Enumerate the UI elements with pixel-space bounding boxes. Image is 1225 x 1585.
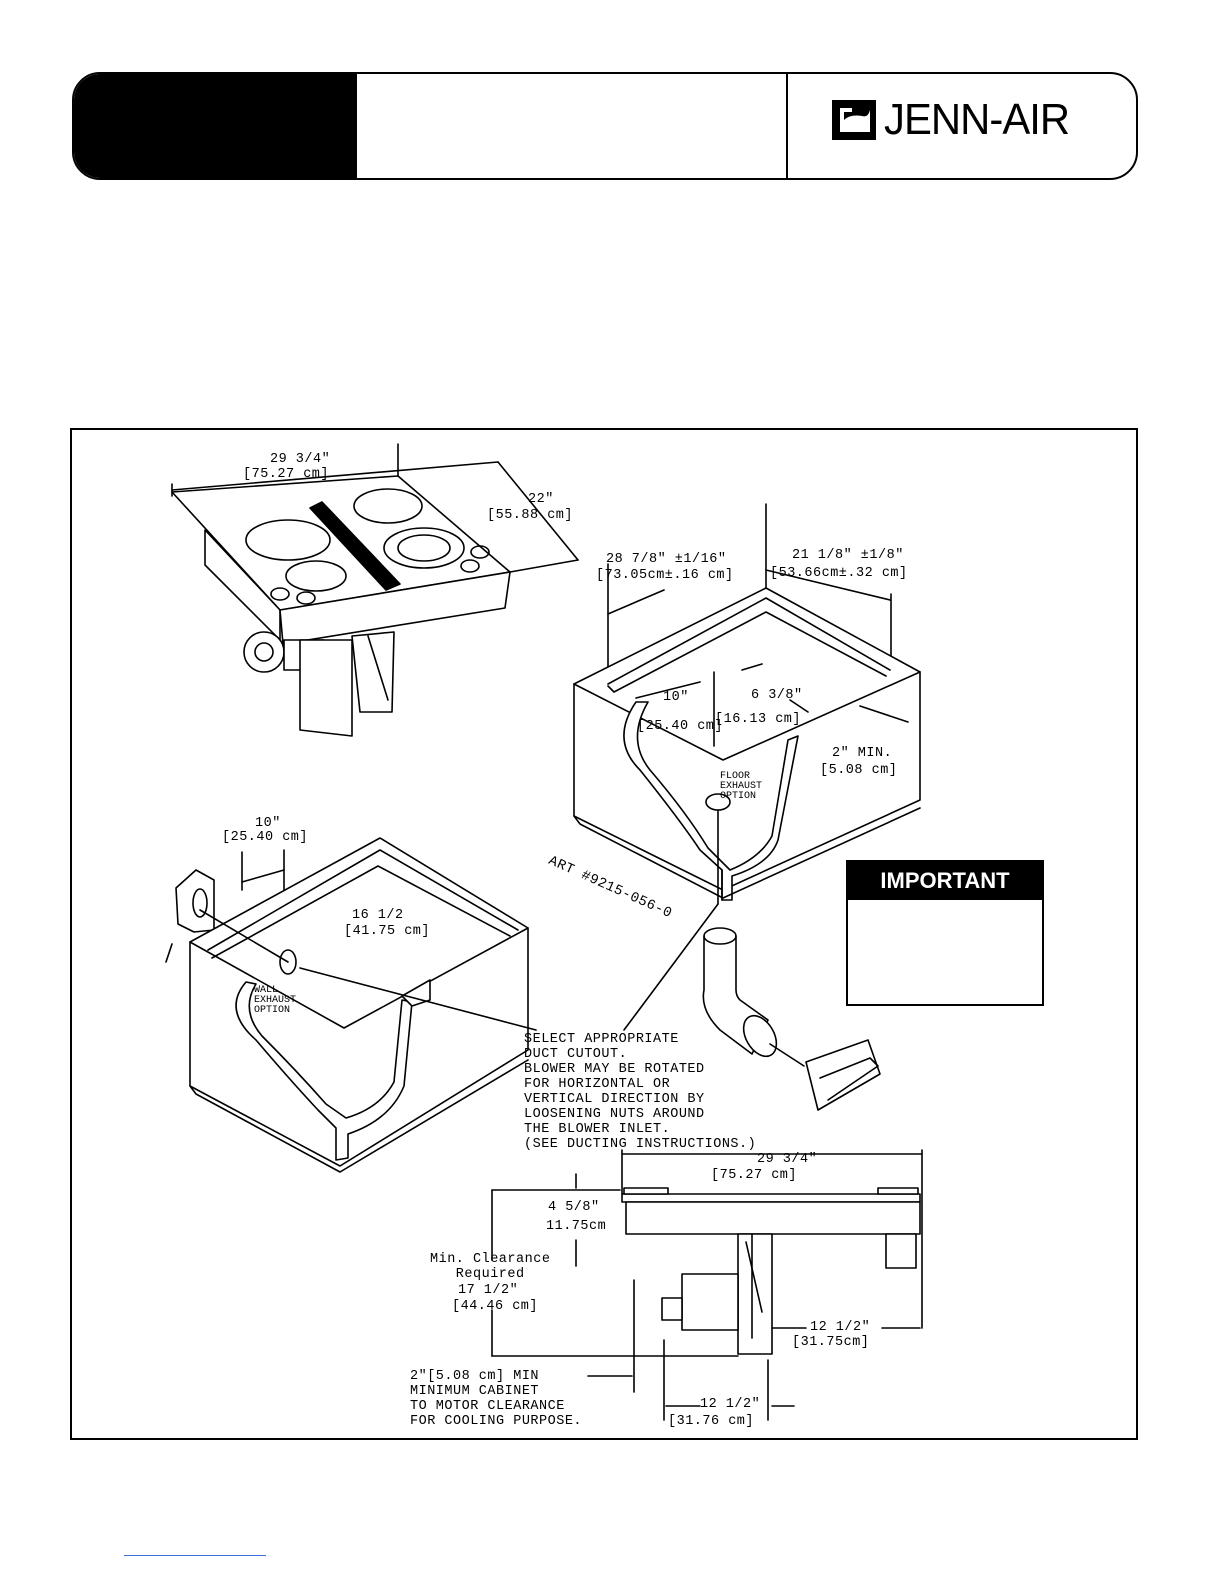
- header-divider: [786, 74, 788, 178]
- cooktop-depth-in: 22": [528, 492, 554, 507]
- floor-cabinet-drawing: [573, 503, 921, 905]
- wall-height-cm: [41.75 cm]: [344, 924, 431, 939]
- side-right-in: 12 1/2": [810, 1320, 871, 1335]
- wall-side-cm: [25.40 cm]: [222, 830, 309, 845]
- floor-back-cm: [25.40 cm]: [637, 719, 724, 734]
- wall-exhaust-label: WALL EXHAUST OPTION: [254, 985, 297, 1016]
- header-bar: JENN-AIR: [72, 72, 1138, 180]
- clearance-cm: [44.46 cm]: [452, 1299, 539, 1314]
- floor-back-in: 10": [663, 690, 689, 705]
- important-callout: IMPORTANT: [846, 860, 1044, 1006]
- header-black-panel: [74, 74, 357, 178]
- motor-clearance-note: 2"[5.08 cm] MIN MINIMUM CABINET TO MOTOR…: [410, 1369, 583, 1429]
- floor-cabinet-width-in: 28 7/8" ±1/16": [606, 552, 727, 567]
- side-bottom-in: 12 1/2": [700, 1397, 761, 1412]
- floor-exhaust-label: FLOOR EXHAUST OPTION: [720, 771, 763, 802]
- important-title: IMPORTANT: [848, 862, 1042, 900]
- cooktop-width-in: 29 3/4": [270, 452, 331, 467]
- side-bottom-cm: [31.76 cm]: [668, 1414, 755, 1429]
- floor-min-in: 2" MIN.: [832, 746, 893, 761]
- footer-link-underline[interactable]: [124, 1555, 266, 1556]
- side-width-cm: [75.27 cm]: [711, 1168, 798, 1183]
- installation-figure: [70, 428, 1138, 1440]
- wall-height-in: 16 1/2: [352, 908, 404, 923]
- wall-side-in: 10": [255, 816, 281, 831]
- floor-cabinet-depth-in: 21 1/8" ±1/8": [792, 548, 904, 563]
- clearance-in: 17 1/2": [458, 1283, 519, 1298]
- floor-cabinet-depth-cm: [53.66cm±.32 cm]: [770, 566, 908, 581]
- side-right-cm: [31.75cm]: [792, 1335, 870, 1350]
- jenn-air-logo-mark-icon: [832, 100, 876, 140]
- floor-cabinet-width-cm: [73.05cm±.16 cm]: [596, 568, 734, 583]
- brand-logo: JENN-AIR: [832, 90, 1079, 150]
- cooktop-width-cm: [75.27 cm]: [243, 467, 330, 482]
- side-width-in: 29 3/4": [757, 1152, 818, 1167]
- floor-center-cm: [16.13 cm]: [715, 712, 802, 727]
- brand-name: JENN-AIR: [884, 95, 1070, 144]
- floor-center-in: 6 3/8": [751, 688, 803, 703]
- side-top-in: 4 5/8": [548, 1200, 600, 1215]
- side-top-cm: 11.75cm: [546, 1219, 607, 1234]
- duct-cutout-note: SELECT APPROPRIATE DUCT CUTOUT. BLOWER M…: [524, 1032, 757, 1152]
- cooktop-drawing: [171, 443, 579, 737]
- side-view-drawing: [491, 1149, 923, 1421]
- cooktop-depth-cm: [55.88 cm]: [487, 508, 574, 523]
- clearance-label: Min. Clearance Required: [430, 1252, 551, 1282]
- duct-elbow-drawing: [623, 903, 881, 1111]
- wall-cabinet-drawing: [165, 837, 537, 1173]
- floor-min-cm: [5.08 cm]: [820, 763, 898, 778]
